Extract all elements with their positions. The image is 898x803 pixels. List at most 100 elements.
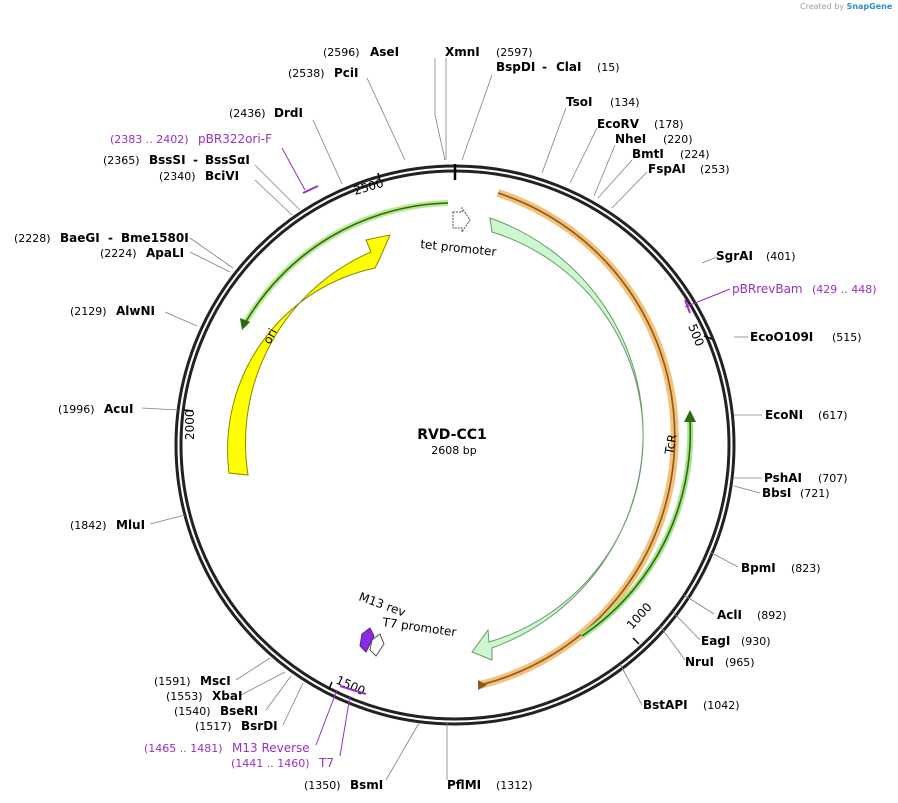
enzyme-nhei: NheI	[615, 132, 646, 146]
enzyme-pos-fspai: (253)	[700, 163, 730, 176]
orf-inner-arrowhead	[684, 410, 696, 422]
feature-label-m13-rev: M13 rev	[357, 590, 407, 620]
enzyme-pos-ecoo109i: (515)	[832, 331, 862, 344]
enzyme-mlui: MluI	[116, 518, 145, 532]
enzyme-pos-ecorv: (178)	[654, 118, 684, 131]
enzyme-sep-bsssai: -	[193, 153, 198, 167]
enzyme-pos-mlui: (1842)	[70, 519, 107, 532]
enzyme-apali: ApaLI	[146, 246, 184, 260]
enzyme-drdi: DrdI	[274, 106, 303, 120]
enzyme-bmti: BmtI	[632, 147, 664, 161]
enzyme-pos-bsmi: (1350)	[304, 779, 341, 792]
enzyme-fspai: FspAI	[648, 162, 686, 176]
enzyme-sep-clai: -	[542, 60, 547, 74]
enzyme-pos-pcii: (2538)	[288, 67, 325, 80]
enzyme-pos-bstapi: (1042)	[703, 699, 740, 712]
enzyme-acli: AclI	[717, 608, 742, 622]
enzyme-pos-bspdi: (15)	[597, 61, 620, 74]
enzyme-xmni: XmnI	[445, 45, 480, 59]
enzyme-bcivi: BciVI	[205, 169, 239, 183]
tick-500: 500	[685, 322, 707, 348]
enzyme-pos-sgrai: (401)	[766, 250, 796, 263]
enzyme-msci: MscI	[200, 674, 231, 688]
orf-ori-arrowhead	[240, 318, 250, 330]
enzyme-pos-pshai: (707)	[818, 472, 848, 485]
enzyme-ecoo109i: EcoO109I	[750, 330, 813, 344]
enzyme-tsoi: TsoI	[566, 95, 592, 109]
enzyme-pos-apali: (2224)	[100, 247, 137, 260]
enzyme-sgrai: SgrAI	[716, 249, 753, 263]
feature-tcr: TcR	[471, 217, 679, 661]
enzyme-pshai: PshAI	[764, 471, 802, 485]
enzyme-alwni: AlwNI	[116, 304, 155, 318]
feature-t7-promoter: T7 promoter	[369, 615, 458, 657]
enzyme-ecorv: EcoRV	[597, 117, 640, 131]
feature-tet-promoter: tet promoter	[420, 206, 497, 259]
primer-m13-reverse: M13 Reverse	[232, 741, 310, 755]
snapgene-logo: SnapGene	[846, 2, 893, 11]
enzyme-bseri: BseRI	[220, 704, 258, 718]
enzyme-pos-bmti: (224)	[680, 148, 710, 161]
enzyme-bme1580i: Bme1580I	[121, 231, 189, 245]
primer-pos-t7: (1441 .. 1460)	[231, 757, 310, 770]
primer-t7: T7	[318, 756, 334, 770]
enzyme-bspdi: BspDI	[496, 60, 535, 74]
enzyme-pos-pflmi: (1312)	[496, 779, 533, 792]
enzyme-pcii: PciI	[334, 66, 359, 80]
primer-pos-pbrrevbam: (429 .. 448)	[812, 283, 877, 296]
primer-pos-pbr322ori-f: (2383 .. 2402)	[110, 133, 189, 146]
feature-label-tcr: TcR	[662, 433, 679, 456]
backbone	[174, 164, 736, 726]
primer-pos-m13-reverse: (1465 .. 1481)	[144, 742, 223, 755]
snapgene-credit: Created by SnapGene	[800, 2, 892, 11]
enzyme-xbai: XbaI	[212, 689, 242, 703]
enzyme-baegi: BaeGI	[60, 231, 100, 245]
primer-pbrrevbam: pBRrevBam	[732, 282, 803, 296]
enzyme-leaders	[141, 58, 762, 781]
plasmid-length: 2608 bp	[431, 444, 476, 457]
primer-pbr322ori-f: pBR322ori-F	[198, 132, 272, 146]
tick-2500: 2500	[352, 176, 385, 198]
enzyme-eagi: EagI	[701, 634, 730, 648]
enzyme-pos-eagi: (930)	[741, 635, 771, 648]
enzyme-pos-tsoi: (134)	[610, 96, 640, 109]
enzyme-bpmi: BpmI	[741, 561, 776, 575]
enzyme-pos-bsrdi: (1517)	[195, 720, 232, 733]
enzyme-pos-alwni: (2129)	[70, 305, 107, 318]
primer-leaders	[281, 147, 731, 757]
enzyme-pos-bsssi: (2365)	[103, 154, 140, 167]
enzyme-pos-xmni: (2597)	[496, 46, 533, 59]
enzyme-bsmi: BsmI	[350, 778, 383, 792]
enzyme-pos-msci: (1591)	[154, 675, 191, 688]
orf-ori	[240, 200, 449, 330]
enzyme-pos-bpmi: (823)	[791, 562, 821, 575]
enzyme-nrui: NruI	[685, 655, 714, 669]
enzyme-pos-nhei: (220)	[663, 133, 693, 146]
enzyme-pos-xbai: (1553)	[166, 690, 203, 703]
enzyme-bstapi: BstAPI	[643, 698, 688, 712]
credit-prefix: Created by	[800, 2, 845, 11]
enzyme-bsssi: BssSI	[149, 153, 186, 167]
enzyme-bsrdi: BsrDI	[241, 719, 278, 733]
enzyme-pflmi: PflMI	[447, 778, 481, 792]
enzyme-pos-acui: (1996)	[58, 403, 95, 416]
enzyme-clai: ClaI	[556, 60, 581, 74]
enzyme-pos-nrui: (965)	[725, 656, 755, 669]
enzyme-pos-bbsi: (721)	[800, 487, 830, 500]
enzyme-bsssai: BssSαI	[205, 153, 250, 167]
feature-label-t7-promoter: T7 promoter	[381, 615, 458, 639]
feature-label-tet-promoter: tet promoter	[420, 237, 497, 259]
orf-arrowhead	[478, 680, 487, 690]
enzyme-pos-drdi: (2436)	[229, 107, 266, 120]
tick-2000: 2000	[183, 409, 197, 440]
enzyme-pos-asei: (2596)	[323, 46, 360, 59]
orf-tcr	[478, 189, 696, 690]
tick-1000: 1000	[624, 600, 655, 632]
enzyme-pos-acli: (892)	[757, 609, 787, 622]
plasmid-name: RVD-CC1	[417, 427, 487, 443]
feature-label-ori: ori	[260, 326, 280, 346]
enzyme-pos-econi: (617)	[818, 409, 848, 422]
enzyme-bbsi: BbsI	[762, 486, 791, 500]
enzyme-sep-bme1580i: -	[108, 231, 113, 245]
